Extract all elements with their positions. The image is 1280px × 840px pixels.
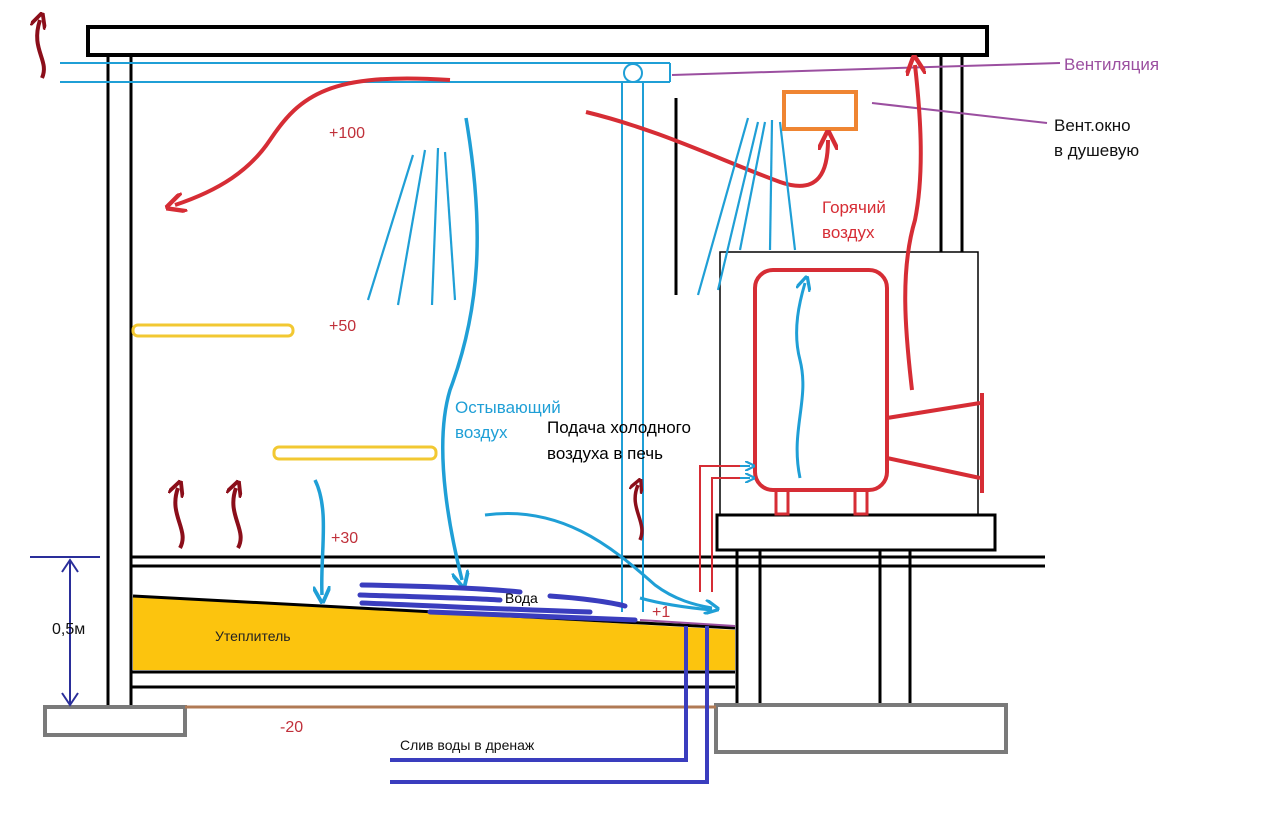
water-streaks bbox=[357, 582, 638, 623]
cooling-air-label-2: воздух bbox=[455, 423, 508, 442]
temp-lower-bench: +30 bbox=[331, 530, 358, 547]
floor-beams bbox=[131, 555, 1045, 689]
temp-upper-bench: +50 bbox=[329, 318, 356, 335]
water-label: Вода bbox=[505, 590, 538, 606]
height-marker bbox=[30, 556, 100, 707]
stove-inner-arrow bbox=[795, 283, 805, 479]
hot-air-arrow-window bbox=[585, 110, 828, 188]
stove-body bbox=[753, 268, 889, 492]
cold-supply-label-1: Подача холодного bbox=[547, 418, 691, 437]
cold-supply-arrows bbox=[740, 466, 750, 478]
roof-slab bbox=[86, 25, 989, 57]
hot-air-label-1: Горячий bbox=[822, 198, 886, 217]
stove-supports bbox=[735, 550, 912, 705]
hot-air-arrow-left bbox=[175, 76, 451, 205]
right-wall bbox=[939, 55, 964, 252]
drain-label: Слив воды в дренаж bbox=[400, 737, 535, 753]
hot-air-label-2: воздух bbox=[822, 223, 875, 242]
foundation-right bbox=[714, 703, 1008, 754]
insulation-label: Утеплитель bbox=[215, 628, 291, 644]
vent-window-leader bbox=[871, 102, 1048, 124]
left-wall bbox=[106, 55, 133, 705]
vent-window-label-2: в душевую bbox=[1054, 141, 1139, 160]
ventilation-label: Вентиляция bbox=[1064, 55, 1159, 74]
stove-platform bbox=[715, 513, 997, 552]
stove-legs bbox=[774, 488, 869, 516]
temp-ground: -20 bbox=[280, 719, 303, 736]
foundation-left bbox=[43, 705, 187, 737]
upper-bench bbox=[131, 323, 295, 338]
height-label: 0,5м bbox=[52, 621, 85, 638]
stove-firebox-door bbox=[886, 393, 984, 493]
bench-air-arrow bbox=[315, 479, 323, 595]
cooling-air-arrow bbox=[441, 117, 479, 580]
insulation-layer bbox=[133, 596, 735, 670]
temp-top: +100 bbox=[329, 125, 365, 142]
cooling-air-label-1: Остывающий bbox=[455, 398, 561, 417]
lower-bench bbox=[272, 445, 438, 461]
steam-streaks-left bbox=[366, 147, 457, 306]
stove-casing bbox=[719, 251, 979, 516]
vent-window bbox=[782, 90, 858, 131]
temp-floor: +1 bbox=[652, 604, 670, 621]
floor-slope-end bbox=[639, 619, 736, 627]
duct-air-arrow bbox=[639, 596, 713, 612]
warm-arrow-floor-3 bbox=[635, 485, 644, 541]
warm-arrow-floor-1 bbox=[175, 488, 182, 549]
ventilation-leader bbox=[671, 62, 1061, 76]
drain-pipe bbox=[390, 626, 709, 784]
cold-supply-pipe bbox=[699, 465, 740, 592]
vent-window-label-1: Вент.окно bbox=[1054, 116, 1131, 135]
cold-supply-label-2: воздуха в печь bbox=[547, 444, 663, 463]
warm-arrow-floor-2 bbox=[233, 488, 240, 549]
steam-streaks-right bbox=[696, 117, 797, 296]
warm-arrow-top bbox=[37, 20, 44, 79]
hot-air-arrow-chimney bbox=[903, 65, 921, 391]
floor-air-arrow bbox=[484, 512, 712, 608]
